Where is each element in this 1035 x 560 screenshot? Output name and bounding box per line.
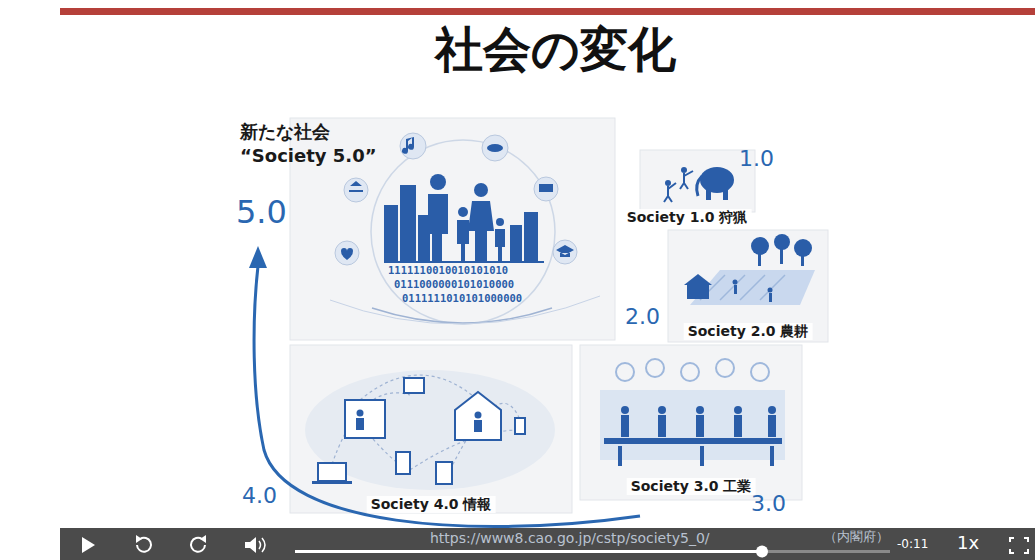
society1-illustration [664,167,734,202]
top-rule [60,8,1035,15]
stage-number: 5.0 [236,194,287,231]
stage-number: 1.0 [739,146,774,171]
stage-number: 2.0 [625,304,660,329]
playback-speed: 1x [957,533,979,554]
cycle-arrow [254,266,640,527]
panels [290,118,828,513]
binary-code: 0111111010101000000 [402,292,522,304]
time-remaining: -0:11 [897,538,928,552]
source-credit: （内閣府） [824,530,889,545]
arrow-head [249,246,267,268]
stage-label: Society 3.0 工業 [627,478,756,495]
stage-label: Society 2.0 農耕 [684,323,813,340]
society-panel: Society 3.0 工業 [580,345,802,500]
player-bar [60,528,1035,560]
slide-title: 社会の変化 [60,22,1035,77]
society4-illustration [305,370,555,490]
stage-label: Society 1.0 狩猟 [623,209,752,226]
society-panel: Society 2.0 農耕 [668,230,828,342]
stage-label: Society 4.0 情報 [367,496,496,513]
society3-illustration [600,359,785,466]
binary-code: 0111000000101010000 [394,278,514,290]
society2-illustration [684,234,815,305]
stage-number: 4.0 [242,483,277,508]
binary-code: 1111110010010101010 [388,264,508,276]
stage-number: 3.0 [751,491,786,516]
panel-heading: 新たな社会 “Society 5.0” [236,120,394,169]
source-url: https://www8.cao.go.jp/cstp/society5_0/ [430,530,710,546]
society-panel: 新たな社会 “Society 5.0” [290,118,615,340]
society-panel: Society 4.0 情報 [290,345,572,513]
